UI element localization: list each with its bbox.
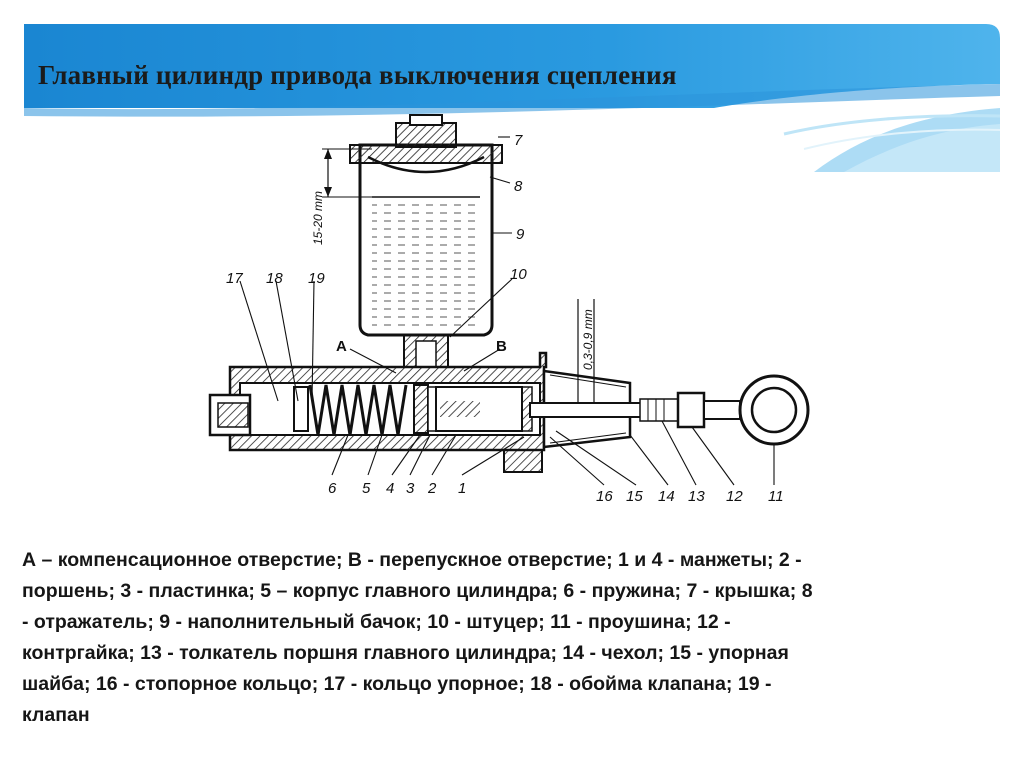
- label-6: 6: [328, 480, 337, 497]
- label-16: 16: [596, 488, 613, 505]
- label-1: 1: [458, 480, 466, 497]
- label-8: 8: [514, 178, 523, 195]
- master-cylinder-diagram: 15-20 mm 0,: [208, 114, 810, 505]
- level-dimension: 15-20 mm: [311, 148, 372, 245]
- gap-dimension: 0,3-0,9 mm: [577, 299, 595, 403]
- label-A: А: [336, 338, 347, 355]
- dimension-level-label: 15-20 mm: [311, 191, 325, 245]
- label-4: 4: [386, 480, 394, 497]
- label-7: 7: [514, 132, 523, 149]
- page-title: Главный цилиндр привода выключения сцепл…: [38, 60, 677, 90]
- reservoir: [349, 114, 503, 368]
- label-14: 14: [658, 488, 675, 505]
- label-2: 2: [427, 480, 437, 497]
- label-11: 11: [768, 488, 784, 505]
- legend-caption: А – компенсационное отверстие; В - переп…: [22, 545, 1000, 731]
- label-3: 3: [406, 480, 415, 497]
- header-banner: [24, 24, 1000, 172]
- caption-line: А – компенсационное отверстие; В - переп…: [22, 549, 802, 571]
- pushrod-assembly: [529, 369, 810, 449]
- caption-line: поршень; 3 - пластинка; 5 – корпус главн…: [22, 580, 813, 602]
- label-13: 13: [688, 488, 705, 505]
- caption-line: клапан: [22, 704, 90, 726]
- label-5: 5: [362, 480, 371, 497]
- dimension-gap-label: 0,3-0,9 mm: [581, 309, 595, 370]
- caption-line: шайба; 16 - стопорное кольцо; 17 - кольц…: [22, 673, 772, 695]
- label-15: 15: [626, 488, 643, 505]
- header-wave-graphic: [24, 24, 1000, 172]
- label-17: 17: [226, 270, 243, 287]
- caption-line: - отражатель; 9 - наполнительный бачок; …: [22, 611, 731, 633]
- caption-line: контргайка; 13 - толкатель поршня главно…: [22, 642, 789, 664]
- label-18: 18: [266, 270, 283, 287]
- label-B: В: [496, 338, 507, 355]
- label-12: 12: [726, 488, 743, 505]
- leader-lines: [239, 136, 775, 486]
- cylinder-body: [208, 351, 548, 473]
- label-19: 19: [308, 270, 325, 287]
- label-9: 9: [516, 226, 525, 243]
- label-10: 10: [510, 266, 527, 283]
